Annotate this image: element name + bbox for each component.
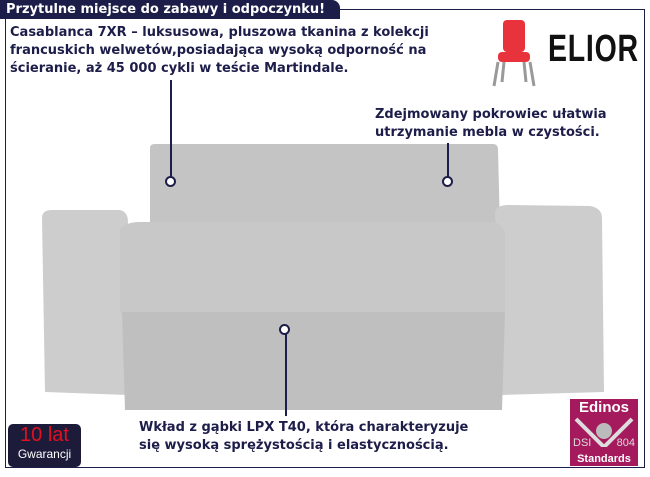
foam-line: się wysoką sprężystością i elastyczności… bbox=[139, 438, 449, 453]
warranty-years: 10 lat bbox=[20, 424, 69, 446]
cert-bottom: Standards bbox=[577, 453, 631, 465]
warranty-label: Gwarancji bbox=[17, 447, 72, 461]
foam-callout: Wkład z gąbki LPX T40, która charakteryz… bbox=[139, 419, 468, 455]
foam-line: Wkład z gąbki LPX T40, która charakteryz… bbox=[139, 420, 469, 435]
certificate-badge: Edinos DSI 804 Standards bbox=[570, 399, 638, 466]
fabric-line: francuskich welwetów,posiadająca wysoką … bbox=[10, 43, 427, 58]
chair-icon bbox=[492, 20, 536, 87]
fabric-line: ścieranie, aż 45 000 cykli w teście Mart… bbox=[10, 61, 349, 76]
cert-left: DSI bbox=[573, 437, 592, 449]
cert-name: Edinos bbox=[578, 399, 629, 416]
header-title: Przytulne miejsce do zabawy i odpoczynku… bbox=[0, 0, 340, 19]
foam-leader-line bbox=[285, 330, 287, 416]
fabric-line: Casablanca 7XR – luksusowa, pluszowa tka… bbox=[10, 25, 429, 40]
cover-line: utrzymanie mebla w czystości. bbox=[375, 125, 600, 140]
cover-line: Zdejmowany pokrowiec ułatwia bbox=[375, 107, 607, 122]
foam-marker bbox=[279, 324, 290, 335]
cert-emblem-icon bbox=[574, 417, 634, 447]
fabric-callout: Casablanca 7XR – luksusowa, pluszowa tka… bbox=[10, 24, 429, 78]
cert-right: 804 bbox=[616, 437, 635, 449]
fabric-leader-line bbox=[170, 80, 172, 182]
warranty-badge: 10 lat Gwarancji bbox=[8, 424, 81, 467]
fabric-marker bbox=[165, 176, 176, 187]
cover-callout: Zdejmowany pokrowiec ułatwia utrzymanie … bbox=[375, 106, 607, 142]
cover-marker bbox=[442, 176, 453, 187]
brand-logo: ELIOR bbox=[548, 28, 639, 70]
cover-leader-line bbox=[447, 143, 449, 182]
